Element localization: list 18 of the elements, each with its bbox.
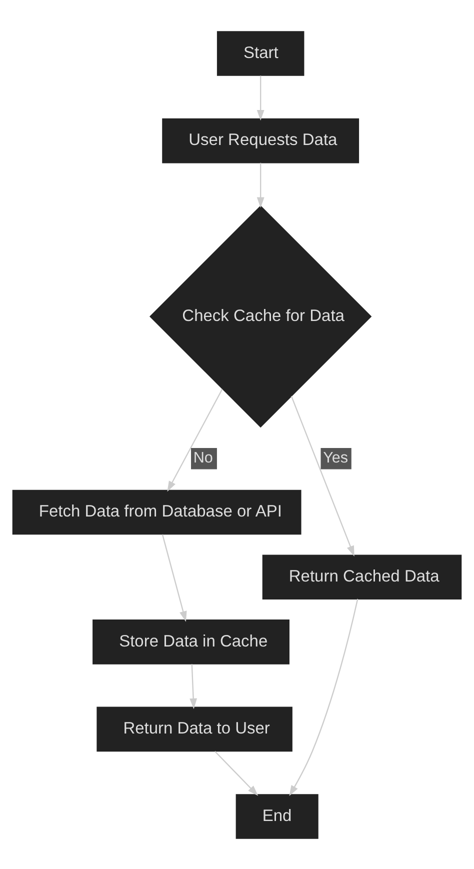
- arrow: [256, 162, 264, 208]
- node-box: User Requests Data: [162, 118, 360, 163]
- edge-label: No: [193, 449, 213, 466]
- node-box: Fetch Data from Database or API: [12, 489, 302, 534]
- arrow: [289, 598, 358, 796]
- arrow: [167, 388, 223, 492]
- arrow: [290, 395, 354, 556]
- node-box: Return Data to User: [96, 706, 292, 752]
- node-box: Start: [216, 30, 304, 76]
- arrow: [256, 75, 264, 120]
- node-box: End: [236, 794, 318, 838]
- node-box: Store Data in Cache: [92, 619, 290, 664]
- arrow: [190, 664, 198, 709]
- arrow: [162, 534, 187, 622]
- node-diamond: Check Cache for Data: [150, 204, 372, 428]
- arrow: [214, 750, 258, 796]
- node-box: Return Cached Data: [262, 554, 462, 599]
- edge-label: Yes: [323, 449, 348, 466]
